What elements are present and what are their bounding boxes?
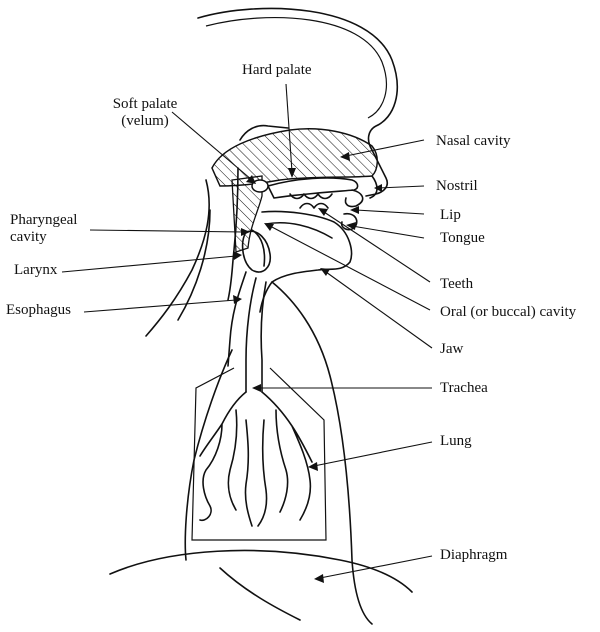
arrowhead-larynx bbox=[233, 251, 242, 260]
neck-back-line bbox=[227, 167, 239, 301]
pointer-lip bbox=[355, 209, 425, 215]
pointer-oral-cavity bbox=[269, 225, 431, 311]
larynx-shape bbox=[241, 230, 272, 273]
label-pharyngeal-line2: cavity bbox=[10, 229, 47, 245]
epiglottis bbox=[251, 229, 266, 267]
label-soft-palate-line2: (velum) bbox=[121, 113, 169, 129]
label-lip: Lip bbox=[440, 207, 461, 223]
pointer-tongue bbox=[351, 225, 425, 239]
pharynx-hatched-region bbox=[231, 175, 263, 253]
label-nostril: Nostril bbox=[436, 178, 478, 194]
label-pharyngeal-line1: Pharyngeal bbox=[10, 212, 78, 228]
hard-palate-shape bbox=[267, 177, 359, 199]
arrowhead-oral-cavity bbox=[264, 223, 274, 231]
label-hard-palate: Hard palate bbox=[242, 62, 312, 78]
arrowhead-trachea bbox=[252, 384, 261, 392]
pointer-pharyngeal-cavity bbox=[89, 229, 245, 233]
neck-front-line bbox=[271, 281, 373, 625]
pointer-lung bbox=[313, 441, 433, 467]
arrowhead-lung bbox=[308, 462, 318, 471]
arrowhead-nasal-cavity bbox=[340, 152, 350, 161]
label-pharyngeal-cavity: Pharyngeal cavity bbox=[10, 212, 77, 246]
label-diaphragm: Diaphragm bbox=[440, 547, 508, 563]
arrowhead-nostril bbox=[374, 184, 382, 192]
pointer-soft-palate bbox=[171, 111, 253, 181]
pointer-esophagus bbox=[83, 299, 237, 313]
nasal-top-bump bbox=[239, 124, 289, 141]
arrowhead-lip bbox=[350, 206, 359, 214]
arrowhead-esophagus bbox=[233, 295, 242, 304]
upper-lip bbox=[344, 189, 364, 208]
pointer-nasal-cavity bbox=[345, 139, 425, 157]
neck-left-outer-2 bbox=[177, 209, 211, 321]
label-lung: Lung bbox=[440, 433, 472, 449]
label-soft-palate-line1: Soft palate bbox=[112, 96, 178, 112]
neck-left-outer bbox=[145, 179, 210, 337]
label-soft-palate: Soft palate (velum) bbox=[104, 96, 186, 130]
tongue-jaw-outline bbox=[259, 210, 353, 313]
bronchial-tree bbox=[199, 391, 313, 527]
label-teeth: Teeth bbox=[440, 276, 474, 292]
pointer-diaphragm bbox=[319, 555, 433, 579]
head-outline bbox=[197, 7, 399, 197]
soft-palate-shape bbox=[251, 179, 269, 193]
diaphragm-curve bbox=[109, 549, 413, 593]
diaphragm-lower bbox=[219, 567, 301, 621]
pointer-jaw bbox=[325, 271, 433, 349]
esophagus-tube bbox=[227, 271, 247, 367]
trachea-right bbox=[260, 281, 267, 393]
arrowhead-diaphragm bbox=[314, 574, 324, 583]
label-oral-cavity: Oral (or buccal) cavity bbox=[440, 304, 577, 320]
arrowhead-pharyngeal-cavity bbox=[241, 228, 250, 236]
oral-cavity-curve bbox=[265, 221, 333, 239]
label-nasal-cavity: Nasal cavity bbox=[436, 133, 511, 149]
label-larynx: Larynx bbox=[14, 262, 58, 278]
pointer-larynx bbox=[61, 255, 237, 273]
label-trachea: Trachea bbox=[440, 380, 488, 396]
inner-cranium-line bbox=[205, 16, 387, 119]
arrowhead-teeth bbox=[318, 208, 328, 216]
arrowhead-jaw bbox=[320, 268, 330, 276]
arrowhead-hard-palate bbox=[288, 168, 296, 178]
trachea-left bbox=[245, 277, 257, 393]
chest-box bbox=[191, 367, 327, 541]
arrowhead-tongue bbox=[346, 222, 356, 230]
pointer-teeth bbox=[323, 211, 431, 283]
lower-teeth bbox=[299, 202, 329, 209]
pointer-nostril bbox=[377, 185, 425, 189]
label-esophagus: Esophagus bbox=[6, 302, 71, 318]
arrowhead-soft-palate bbox=[246, 175, 256, 184]
label-tongue: Tongue bbox=[440, 230, 485, 246]
label-jaw: Jaw bbox=[440, 341, 464, 357]
upper-teeth bbox=[289, 193, 333, 200]
pointer-hard-palate bbox=[285, 83, 293, 173]
nasal-cavity-shape bbox=[211, 128, 378, 187]
